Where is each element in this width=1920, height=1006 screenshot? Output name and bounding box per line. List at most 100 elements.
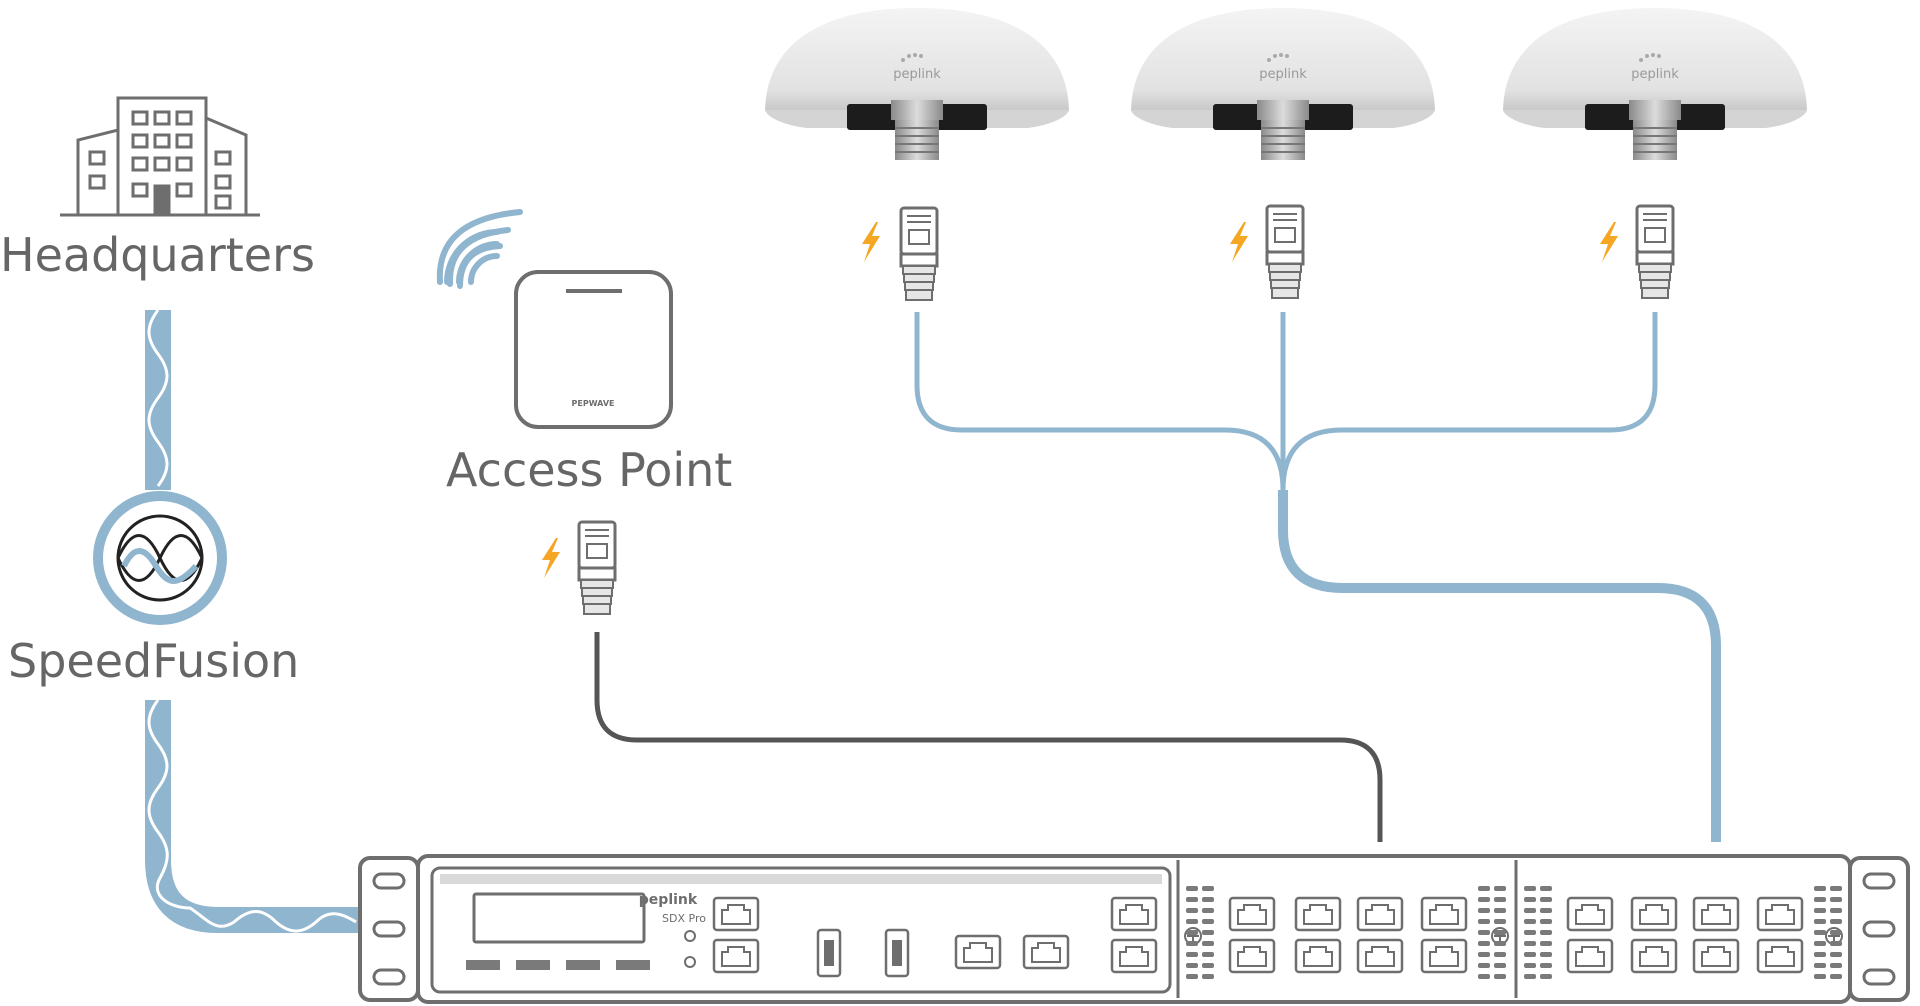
vent-slot: [1814, 941, 1826, 946]
switch-port: [1756, 938, 1804, 974]
vent-slot: [1478, 974, 1490, 979]
vent-slot: [1814, 908, 1826, 913]
speedfusion-icon: [93, 491, 227, 625]
switch-port: [1228, 938, 1276, 974]
vent-slot: [1540, 952, 1552, 957]
access-point-cable: [594, 632, 1383, 842]
vent-slot: [1814, 930, 1826, 935]
rj45-connector-antenna-1: [899, 206, 939, 302]
switch-port: [1228, 896, 1276, 932]
speedfusion-label: SpeedFusion: [8, 634, 300, 688]
router-port: [712, 938, 760, 974]
vent-slot: [1494, 897, 1506, 902]
switch-port: [1420, 938, 1468, 974]
vent-slot: [1494, 908, 1506, 913]
access-point-device: [514, 270, 673, 429]
switch-port: [1356, 896, 1404, 932]
rj45-connector-access-point: [577, 520, 617, 616]
antenna-dome-1: [764, 7, 1070, 161]
vent-slot: [1186, 941, 1198, 946]
vent-slot: [1814, 919, 1826, 924]
vent-slot: [1830, 952, 1842, 957]
vent-slot: [1524, 963, 1536, 968]
vent-slot: [1830, 930, 1842, 935]
vent-slot: [1540, 974, 1552, 979]
router-port: [1022, 934, 1070, 970]
switch-port: [1630, 896, 1678, 932]
vent-slot: [1478, 886, 1490, 891]
vent-slot: [1186, 886, 1198, 891]
lightning-bolt-icon-3: [1600, 222, 1618, 262]
switch-port: [1756, 896, 1804, 932]
vent-slot: [1478, 952, 1490, 957]
vent-slot: [1494, 930, 1506, 935]
speedfusion-cable: [145, 309, 358, 933]
vent-slot: [1830, 897, 1842, 902]
vent-slot: [1494, 974, 1506, 979]
vent-slot: [1494, 919, 1506, 924]
vent-slot: [1202, 886, 1214, 891]
antenna-1-brand: peplink: [893, 67, 941, 82]
vent-slot: [1540, 886, 1552, 891]
switch-port: [1294, 896, 1342, 932]
vent-slot: [1540, 919, 1552, 924]
vent-slot: [1814, 886, 1826, 891]
vent-slot: [1814, 974, 1826, 979]
vent-slot: [1186, 974, 1198, 979]
switch-port: [1692, 896, 1740, 932]
router-port: [954, 934, 1002, 970]
vent-slot: [1830, 919, 1842, 924]
lightning-bolt-icon-4: [542, 538, 560, 578]
vent-slot: [1186, 897, 1198, 902]
vent-slot: [1540, 930, 1552, 935]
vent-slot: [1478, 897, 1490, 902]
vent-slot: [1524, 897, 1536, 902]
router-model: SDX Pro: [662, 912, 706, 925]
vent-slot: [1478, 941, 1490, 946]
vent-slot: [1478, 930, 1490, 935]
antenna-dome-2: [1130, 7, 1436, 161]
vent-slot: [1202, 930, 1214, 935]
switch-port: [1566, 938, 1614, 974]
vent-slot: [1186, 908, 1198, 913]
antenna-3-brand: peplink: [1631, 67, 1679, 82]
building-icon: [60, 96, 260, 217]
switch-port: [1630, 938, 1678, 974]
antenna-cables: [914, 312, 1721, 842]
vent-slot: [1202, 952, 1214, 957]
vent-slot: [1524, 952, 1536, 957]
antenna-dome-3: [1502, 7, 1808, 161]
vent-slot: [1524, 974, 1536, 979]
antenna-2-brand: peplink: [1259, 67, 1307, 82]
access-point-brand: PEPWAVE: [572, 399, 615, 408]
vent-slot: [1494, 963, 1506, 968]
lightning-bolt-icon-1: [862, 222, 880, 262]
vent-slot: [1524, 908, 1536, 913]
switch-port: [1294, 938, 1342, 974]
vent-slot: [1186, 963, 1198, 968]
vent-slot: [1830, 974, 1842, 979]
vent-slot: [1202, 974, 1214, 979]
wifi-signal-icon-arcs: [436, 209, 523, 289]
vent-slot: [1202, 941, 1214, 946]
lightning-bolt-icon-2: [1230, 222, 1248, 262]
vent-slot: [1830, 963, 1842, 968]
vent-slot: [1478, 908, 1490, 913]
vent-slot: [1494, 941, 1506, 946]
vent-slot: [1202, 963, 1214, 968]
vent-slot: [1186, 930, 1198, 935]
router-port: [1110, 938, 1158, 974]
vent-slot: [1540, 897, 1552, 902]
vent-slot: [1494, 886, 1506, 891]
vent-slot: [1186, 919, 1198, 924]
rj45-connector-antenna-3: [1635, 204, 1675, 300]
vent-slot: [1814, 897, 1826, 902]
router-port: [1110, 896, 1158, 932]
vent-slot: [1478, 963, 1490, 968]
vent-slot: [1494, 952, 1506, 957]
rj45-connector-antenna-2: [1265, 204, 1305, 300]
vent-slot: [1830, 908, 1842, 913]
vent-slot: [1814, 952, 1826, 957]
vent-slot: [1524, 941, 1536, 946]
